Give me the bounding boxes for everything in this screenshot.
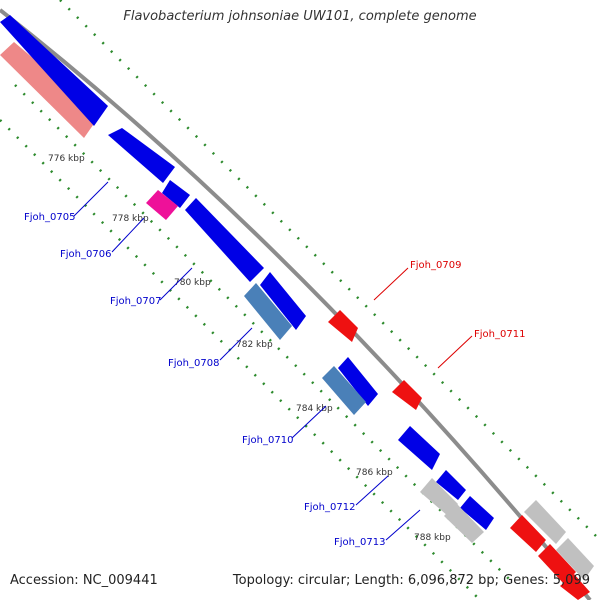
- gene-red-b[interactable]: [538, 544, 576, 584]
- gene-label-fjoh-0705[interactable]: Fjoh_0705: [24, 212, 75, 223]
- scale-label: 782 kbp: [236, 340, 273, 350]
- gene-labels: Fjoh_0705 Fjoh_0706 Fjoh_0707 Fjoh_0708 …: [24, 212, 525, 548]
- tick-line-mid: [14, 84, 511, 581]
- gene-grey-a[interactable]: [420, 478, 458, 516]
- gene-fjoh-0706-magenta[interactable]: [146, 190, 178, 220]
- gene-label-fjoh-0710[interactable]: Fjoh_0710: [242, 435, 293, 446]
- scale-label: 776 kbp: [48, 154, 85, 164]
- scale-label: 786 kbp: [356, 468, 393, 478]
- gene-fjoh-0712[interactable]: [398, 426, 440, 470]
- gene-red-a[interactable]: [510, 515, 546, 552]
- scale-labels: 776 kbp 778 kbp 780 kbp 782 kbp 784 kbp …: [48, 154, 451, 543]
- gene-fjoh-0708-steel[interactable]: [244, 283, 292, 340]
- connector-0711: [437, 335, 473, 369]
- gene-fjoh-0709[interactable]: [328, 310, 358, 342]
- connector-0710: [291, 405, 327, 439]
- scale-label: 778 kbp: [112, 214, 149, 224]
- gene-fjoh-0708[interactable]: [260, 272, 306, 330]
- gene-label-fjoh-0711[interactable]: Fjoh_0711: [474, 329, 525, 340]
- gene-label-fjoh-0709[interactable]: Fjoh_0709: [410, 260, 461, 271]
- gene-red-c[interactable]: [560, 574, 590, 600]
- gene-label-fjoh-0707[interactable]: Fjoh_0707: [110, 296, 161, 307]
- connector-0709: [373, 267, 409, 301]
- gene-label-fjoh-0713[interactable]: Fjoh_0713: [334, 537, 385, 548]
- gene-grey-d[interactable]: [556, 538, 594, 580]
- connector-0708: [219, 327, 253, 361]
- gene-fjoh-0710[interactable]: [338, 357, 378, 406]
- connector-0707: [159, 267, 193, 301]
- gene-fjoh-0705[interactable]: [0, 15, 108, 126]
- tick-line-inner: [0, 119, 481, 600]
- accession-text: Accession: NC_009441: [10, 573, 158, 588]
- gene-fjoh-0707[interactable]: [185, 198, 264, 282]
- forward-genes: [0, 15, 494, 530]
- gene-fjoh-0711[interactable]: [392, 380, 422, 410]
- gene-fjoh-0713[interactable]: [460, 496, 494, 530]
- gene-label-fjoh-0706[interactable]: Fjoh_0706: [60, 249, 111, 260]
- gene-label-fjoh-0708[interactable]: Fjoh_0708: [168, 358, 219, 369]
- gene-pink-0704[interactable]: [0, 42, 100, 138]
- gene-fjoh-0705b[interactable]: [108, 128, 175, 183]
- gene-fjoh-0712b[interactable]: [436, 470, 466, 500]
- connector-0705: [73, 181, 109, 217]
- gene-grey-c[interactable]: [524, 500, 566, 544]
- gene-grey-b[interactable]: [444, 503, 484, 543]
- label-connectors: [73, 181, 473, 541]
- gene-fjoh-0706[interactable]: [162, 180, 190, 208]
- reverse-genes: [328, 310, 590, 600]
- topology-text: Topology: circular; Length: 6,096,872 bp…: [232, 573, 590, 588]
- scale-label: 780 kbp: [174, 278, 211, 288]
- connector-0706: [111, 217, 145, 253]
- scale-label: 784 kbp: [296, 404, 333, 414]
- connector-0713: [385, 509, 421, 541]
- tick-line-outer: [59, 0, 600, 541]
- connector-0712: [355, 475, 389, 506]
- gene-label-fjoh-0712[interactable]: Fjoh_0712: [304, 502, 355, 513]
- genome-backbone: [0, 8, 592, 600]
- gene-fjoh-0710-steel[interactable]: [322, 366, 366, 415]
- genome-title: Flavobacterium johnsoniae UW101, complet…: [123, 9, 477, 24]
- scale-label: 788 kbp: [414, 533, 451, 543]
